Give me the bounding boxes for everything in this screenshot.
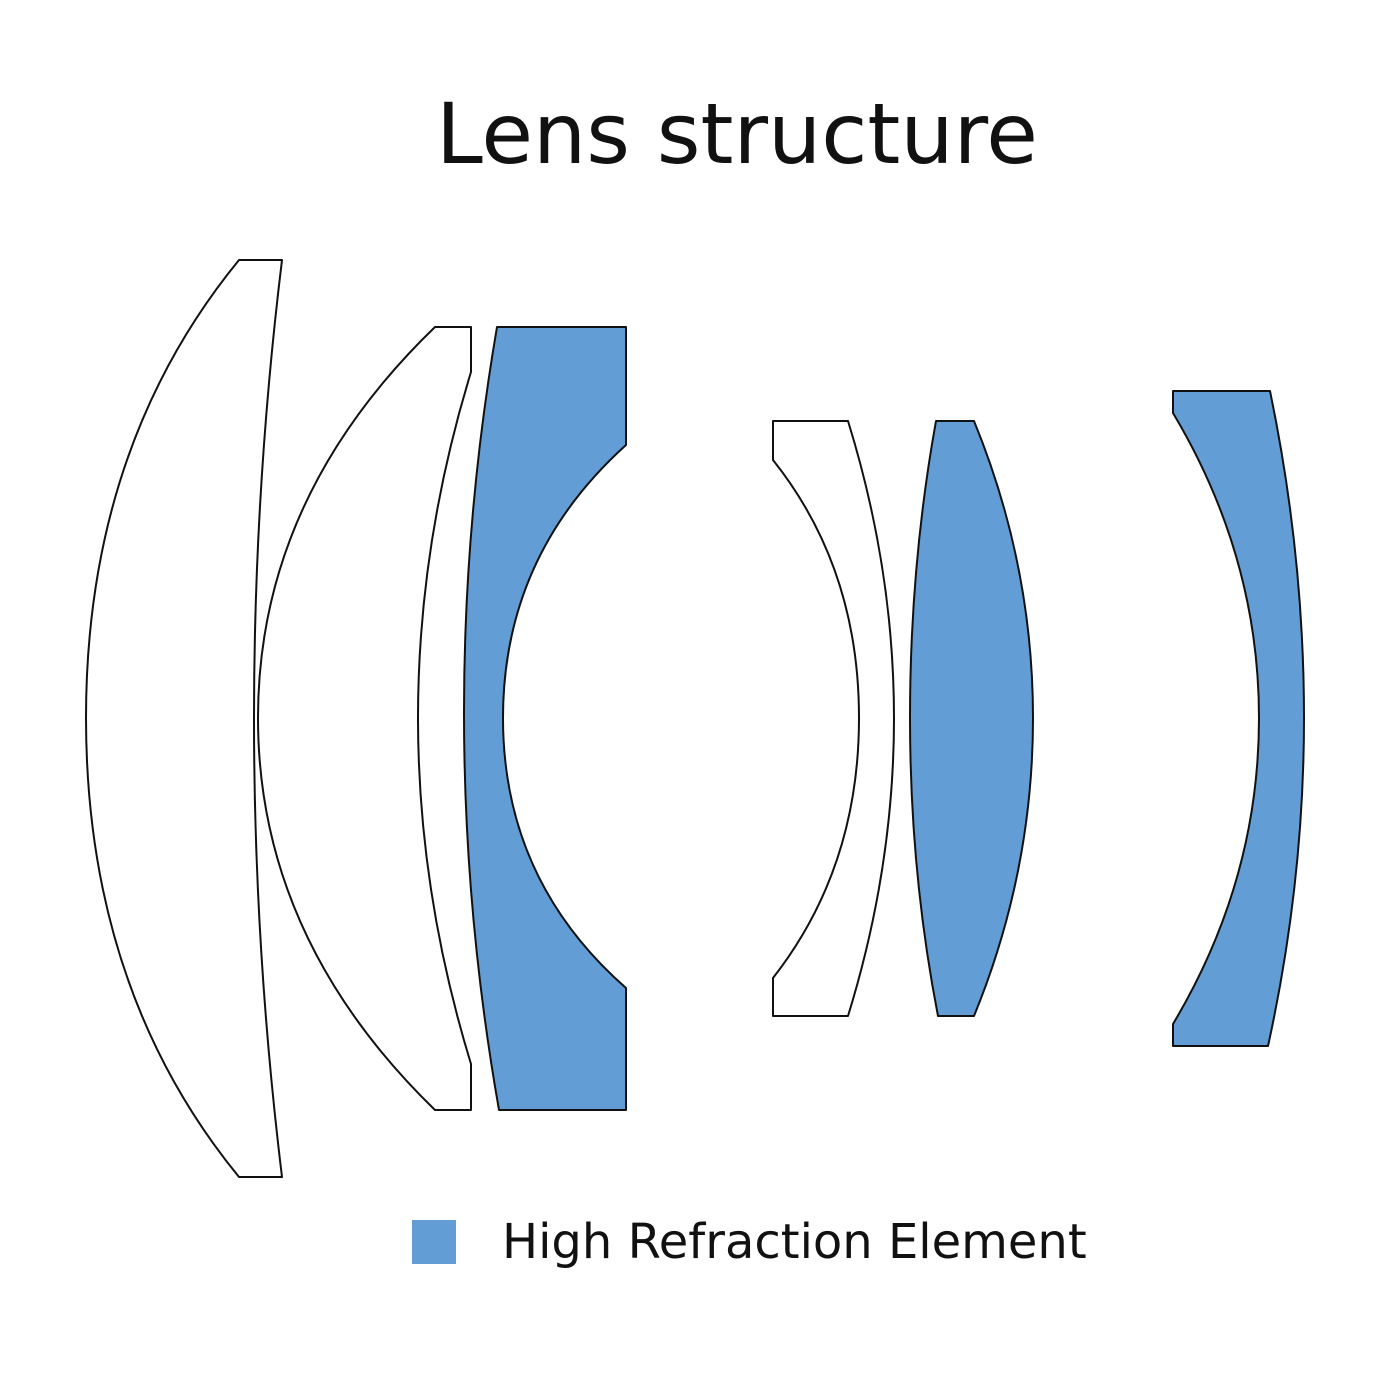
- legend: High Refraction Element: [412, 1216, 1087, 1268]
- lens-element-4: [772, 420, 895, 1017]
- legend-label: High Refraction Element: [502, 1214, 1087, 1270]
- lens-element-1: [85, 259, 283, 1178]
- lens-element-5: [909, 420, 1034, 1017]
- lens-element-2: [257, 326, 472, 1111]
- lens-element-3: [463, 326, 627, 1111]
- legend-swatch: [412, 1220, 456, 1264]
- page-title: Lens structure: [436, 85, 1038, 183]
- lens-element-6: [1172, 390, 1305, 1047]
